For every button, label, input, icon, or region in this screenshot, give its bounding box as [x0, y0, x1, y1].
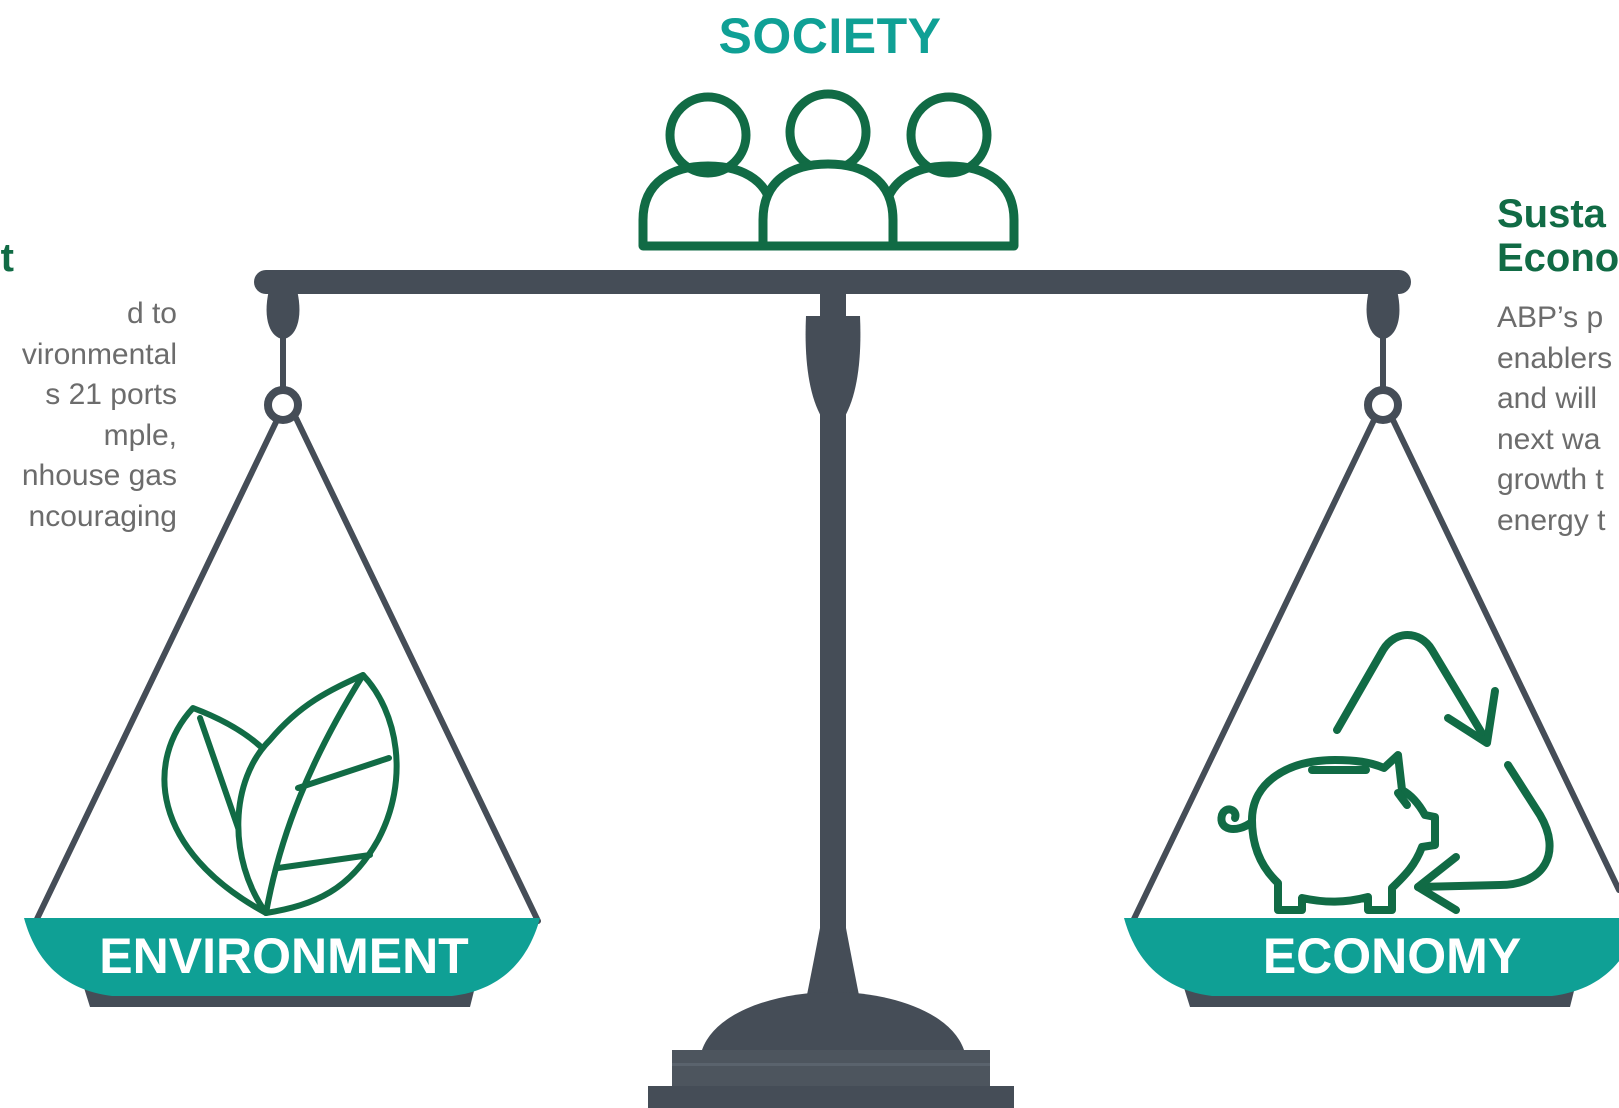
economy-heading: Susta Econo: [1497, 192, 1619, 280]
economy-pan: ECONOMY: [1124, 918, 1619, 1007]
economy-body-line: energy t: [1497, 503, 1606, 537]
economy-body: ABP’s p enablers and will next wa growth…: [1497, 298, 1612, 541]
environment-body-line: ncouraging: [28, 499, 177, 533]
economy-body-line: and will: [1497, 382, 1598, 415]
environment-body: d to vironmental s 21 ports mple, nhouse…: [22, 294, 177, 537]
environment-body-line: vironmental: [21, 337, 177, 371]
economy-body-line: growth t: [1497, 463, 1604, 496]
people-group-icon: [638, 89, 1019, 251]
environment-body-line: d to: [126, 297, 177, 330]
piggy-bank-icon: [1217, 751, 1439, 914]
economy-pan-label: ECONOMY: [1263, 928, 1521, 984]
leaves-icon: [161, 672, 400, 916]
society-title: SOCIETY: [718, 8, 942, 64]
economy-body-line: enablers: [1497, 341, 1613, 375]
economy-heading-line: Susta: [1497, 192, 1606, 236]
economy-body-line: next wa: [1497, 422, 1601, 456]
balance-scale-icon: [33, 270, 1619, 1108]
economy-heading-line: Econo: [1497, 236, 1619, 280]
environment-body-line: nhouse gas: [21, 459, 177, 492]
economy-body-line: ABP’s p: [1497, 301, 1604, 334]
environment-pan-label: ENVIRONMENT: [99, 928, 468, 984]
environment-body-line: s 21 ports: [45, 378, 177, 411]
environment-body-line: mple,: [103, 418, 177, 452]
environment-pan: ENVIRONMENT: [24, 918, 540, 1007]
environment-heading: t: [0, 236, 14, 280]
recycle-arrows-icon: [1333, 631, 1554, 914]
